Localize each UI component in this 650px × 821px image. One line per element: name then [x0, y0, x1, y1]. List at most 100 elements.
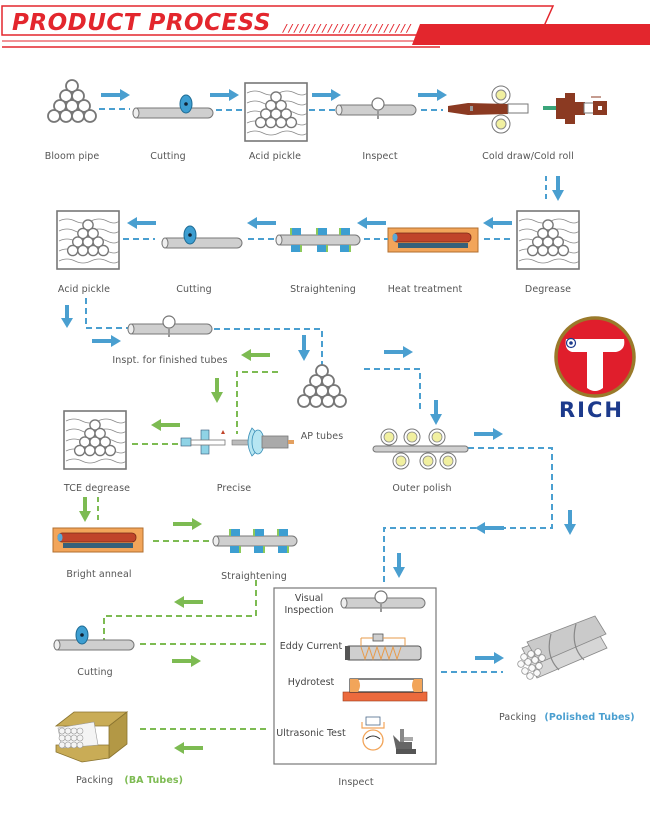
label-outer-polish: Outer polish: [392, 483, 452, 494]
label-inspect-box-title: Inspect: [338, 777, 374, 788]
header-hatch-decoration: ///////////////////////: [282, 22, 412, 35]
arrow-right-icon: [172, 655, 201, 667]
row1-flow: [99, 108, 547, 200]
row1-arrows: [101, 89, 564, 201]
hydrotest-icon: [342, 678, 428, 702]
arrow-left-icon: [247, 217, 276, 229]
step-bloom-pipe-icon: [47, 79, 97, 123]
arrow-down-icon: [393, 553, 405, 578]
step-cold-draw-icon: [448, 85, 607, 134]
label-ultrasonic-test: Ultrasonic Test: [276, 728, 346, 739]
arrow-left-icon: [475, 522, 504, 534]
label-packing-ba: Packing (BA Tubes): [76, 775, 183, 786]
arrow-right-icon: [312, 89, 341, 101]
page-title: PRODUCT PROCESS: [12, 10, 271, 36]
eddy-current-icon: [345, 633, 422, 661]
label-precise: Precise: [216, 483, 252, 494]
arrow-left-icon: [127, 217, 156, 229]
arrow-left-icon: [174, 596, 203, 608]
arrow-left-icon: [483, 217, 512, 229]
row3-green-flow: [97, 371, 278, 520]
label-straightening-2: Straightening: [221, 571, 287, 582]
arrow-right-icon: [474, 428, 503, 440]
arrow-right-icon: [101, 89, 130, 101]
row4-green-arrows: [172, 518, 203, 754]
label-visual-inspection: Visual Inspection: [284, 593, 334, 616]
label-tce-degrease: TCE degrease: [63, 483, 131, 494]
label-hydrotest: Hydrotest: [287, 677, 335, 688]
arrow-right-icon: [384, 346, 413, 358]
inspect-box: [273, 587, 437, 765]
row4-green-flow: [103, 540, 268, 730]
arrow-down-icon: [298, 335, 310, 361]
step-heat-treatment-icon: [387, 227, 479, 253]
packing-ba-box-icon: [54, 711, 129, 763]
arrow-down-icon: [552, 176, 564, 201]
label-bright-anneal: Bright anneal: [66, 569, 132, 580]
ultrasonic-test-icon: [361, 716, 416, 754]
label-inspect-finished: Inspt. for finished tubes: [112, 355, 228, 366]
label-cutting: Cutting: [150, 151, 186, 162]
step-straightening-icon: [275, 228, 361, 252]
row3-green-arrows: [79, 349, 270, 522]
packing-ba-text: Packing: [76, 775, 114, 786]
row2-arrows: [127, 217, 512, 229]
row3-blue-flow: [85, 298, 553, 582]
header-red-band: [412, 24, 650, 45]
packing-ba-note: (BA Tubes): [124, 775, 184, 786]
arrow-left-icon: [174, 742, 203, 754]
label-bloom-pipe: Bloom pipe: [44, 151, 100, 162]
label-ap-tubes: AP tubes: [300, 431, 344, 442]
brand-name: RICH: [559, 398, 624, 422]
step-straightening-2-icon: [212, 529, 298, 553]
arrow-down-icon: [79, 497, 91, 522]
label-inspect: Inspect: [362, 151, 398, 162]
magnifier-icon: [371, 97, 385, 120]
saw-blade-icon: [183, 225, 197, 245]
arrow-right-icon: [92, 335, 121, 347]
label-cutting-2: Cutting: [176, 284, 212, 295]
label-acid-pickle-2: Acid pickle: [57, 284, 111, 295]
label-cutting-3: Cutting: [77, 667, 113, 678]
arrow-down-icon: [430, 400, 442, 425]
arrow-right-icon: [210, 89, 239, 101]
step-cutting-2-icon: [161, 237, 243, 249]
label-heat-treatment: Heat treatment: [387, 284, 463, 295]
arrow-left-icon: [151, 419, 180, 431]
polished-flow: [441, 652, 504, 673]
step-tce-degrease-icon: [64, 411, 126, 469]
step-bright-anneal-icon: [52, 527, 144, 553]
arrow-right-icon: [475, 652, 504, 664]
step-cutting-icon: [132, 107, 214, 119]
arrow-down-icon: [61, 305, 73, 328]
arrow-left-icon: [241, 349, 270, 361]
arrow-right-icon: [173, 518, 202, 530]
step-precise-icon: [180, 427, 294, 457]
arrow-down-icon: [564, 510, 576, 535]
label-packing-polished: Packing (Polished Tubes): [499, 712, 635, 723]
label-straightening: Straightening: [290, 284, 356, 295]
step-cutting-3-icon: [53, 639, 135, 651]
arrow-right-icon: [418, 89, 447, 101]
rich-logo: [554, 316, 636, 398]
saw-blade-icon: [179, 94, 193, 114]
step-acid-pickle-icon: [245, 83, 307, 141]
label-acid-pickle: Acid pickle: [248, 151, 302, 162]
arrow-left-icon: [357, 217, 386, 229]
row3-blue-arrows: [61, 305, 576, 578]
step-ap-tubes-icon: [297, 364, 347, 408]
label-eddy-current: Eddy Current: [279, 641, 343, 652]
packing-polished-bundle-icon: [517, 615, 608, 680]
label-cold-draw: Cold draw/Cold roll: [482, 151, 574, 162]
step-outer-polish-icon: [372, 428, 469, 470]
header-banner: [1, 5, 650, 48]
arrow-down-icon: [211, 378, 223, 403]
step-degrease-icon: [517, 211, 579, 269]
label-degrease: Degrease: [524, 284, 572, 295]
logo-t-shape: [565, 339, 625, 391]
packing-polished-text: Packing: [499, 712, 537, 723]
packing-polished-note: (Polished Tubes): [544, 712, 635, 723]
saw-blade-icon: [75, 625, 89, 645]
